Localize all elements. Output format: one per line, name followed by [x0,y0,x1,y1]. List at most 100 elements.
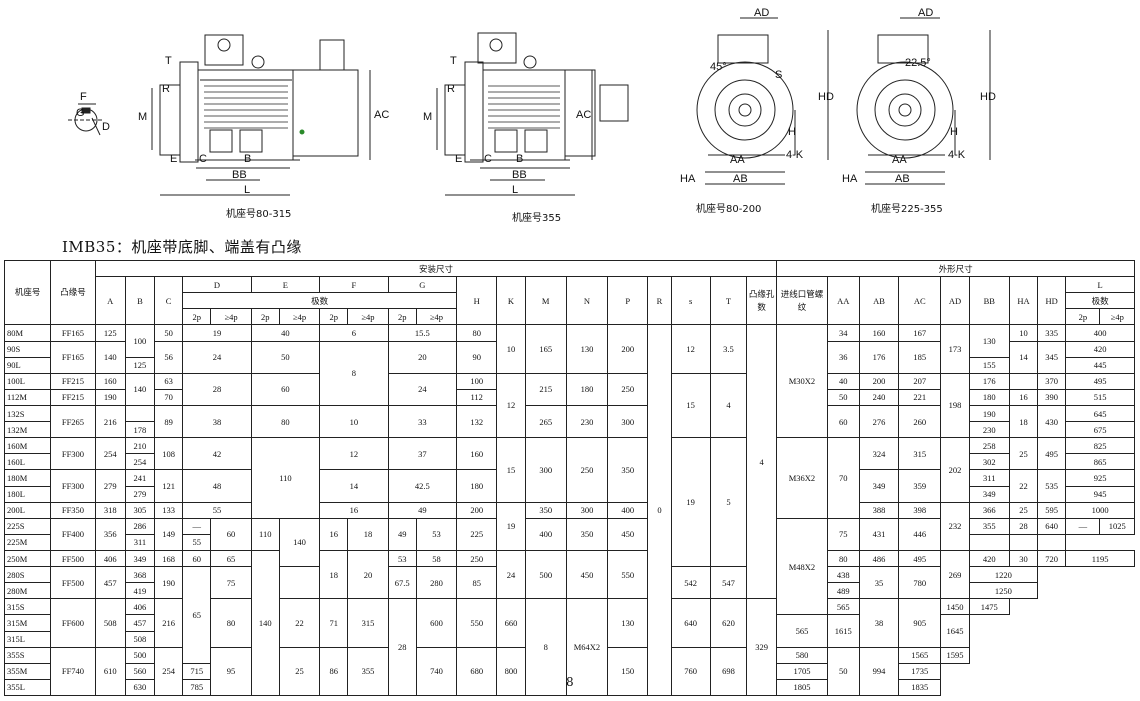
col-aa: AA [826,276,860,326]
cell: — [182,517,212,535]
cell: 508 [94,598,126,648]
cell: 825 [1065,437,1135,455]
cell: 125 [124,356,156,374]
cell: 18 [347,517,389,551]
cell: 60 [250,372,321,406]
cell: 53 [415,517,458,551]
dim-label: AB [733,173,748,185]
col-ac: AC [898,276,942,326]
dim-label: HD [818,91,834,103]
cell: 190 [94,388,126,406]
cell: 28 [182,372,252,406]
cell: 1025 [1099,517,1135,535]
cell: 349 [858,469,900,503]
cell: 4 [709,372,748,439]
cell: 168 [154,549,184,568]
col-b: B [124,276,156,326]
cell: 40 [826,372,860,390]
cell [1037,533,1067,551]
cell: 38 [182,404,252,439]
col-bb: BB [968,276,1010,326]
cell: 55 [182,533,212,551]
cell: 1835 [898,678,942,697]
cell: 311 [124,533,156,551]
cell: 350 [607,437,649,503]
cell: 85 [456,566,498,600]
cell: 550 [607,549,649,600]
cell: 254 [154,646,184,697]
cell: 645 [1065,404,1135,423]
cell [968,533,1010,551]
cell: 185 [898,340,942,374]
cell: 280 [415,566,458,600]
outline-dims-header: 外形尺寸 [776,259,1135,278]
cell: 112 [456,388,498,406]
cell: 133 [154,501,184,519]
cell: 366 [968,501,1010,519]
cell: 620 [709,598,748,648]
cell: 430 [1037,404,1067,439]
header-row: A B C D E F G H K M N P R s T 凸缘孔数 进线口管螺… [5,276,1135,326]
cell: 550 [456,598,498,648]
cell: 580 [776,646,828,664]
col-f: F [319,276,389,294]
dim-label: B [516,153,523,165]
cell: 355 [968,517,1010,535]
cell: 698 [709,646,748,697]
cell: 130 [607,598,649,648]
page-number: 8 [566,675,574,689]
col-l: L [1065,276,1135,294]
cell: 250 [456,549,498,568]
cell: FF500 [50,549,96,568]
frame-cell: 315S [3,598,52,616]
cell: 200 [858,372,900,390]
cell: 547 [709,566,748,600]
cell: 1615 [826,614,860,648]
table-row: 90S FF165 140 56 24 50 8 20 90 36 176 18… [3,340,1135,406]
cell: 250 [607,372,649,406]
cell: FF500 [50,566,96,600]
col-k: K [496,276,526,326]
cell: 6 [319,324,389,342]
cell: 780 [898,566,942,600]
cell: FF215 [50,372,96,390]
cell: 225 [456,517,498,551]
cell: 865 [1065,453,1135,471]
dim-label: HA [842,173,858,185]
frame-cell: 250M [3,549,52,568]
cell: 388 [858,501,900,519]
cell: 80 [210,598,252,648]
cell: 560 [124,662,156,680]
pole-4p: ≥4p [278,308,321,326]
cell: 1195 [1065,549,1135,568]
drawing-caption: 机座号225-355 [871,202,943,215]
cell: 675 [1065,421,1135,439]
cell: 232 [940,501,970,551]
cell: 419 [124,582,156,600]
col-g: G [387,276,458,294]
table-row: 280M 419 489 1250 [3,582,1135,600]
cell: 1250 [968,582,1039,600]
pole-4p: ≥4p [210,308,252,326]
cell: 221 [898,388,942,406]
cell: 75 [210,566,252,600]
table-row: 250M FF500 406 349 168 60 65 140 18 20 5… [3,549,1135,697]
cell: 200 [607,324,649,374]
frame-cell: 132S [3,404,52,423]
col-hd: HD [1037,276,1067,326]
cell: 176 [858,340,900,374]
cell: 450 [607,517,649,551]
cell: 400 [524,517,567,551]
cell: 202 [940,437,970,503]
cell: 16 [319,517,349,551]
frame-cell: 280S [3,566,52,584]
col-s: s [670,276,711,326]
cell: 15.5 [387,324,458,342]
cell: 349 [968,485,1010,503]
cell: 905 [898,598,942,648]
dim-label: D [102,121,110,133]
cell: M48X2 [776,517,828,616]
cell: 925 [1065,469,1135,487]
cell: 49 [387,501,458,519]
dim-label: M [138,111,147,123]
